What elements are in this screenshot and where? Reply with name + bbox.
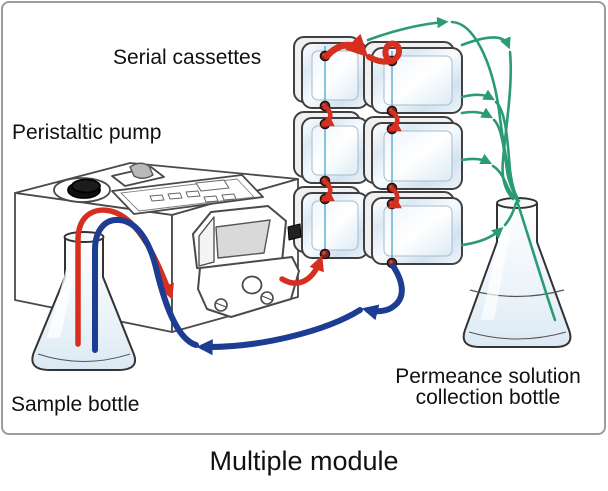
label-peristaltic-pump: Peristaltic pump [12, 121, 162, 144]
serial-cassettes-graphic [293, 36, 463, 269]
label-sample-bottle: Sample bottle [11, 393, 140, 416]
sample-bottle-graphic [31, 231, 137, 371]
cassette-module [293, 186, 369, 259]
label-permeance-collection-bottle: Permeance solution collection bottle [372, 366, 604, 408]
pump-head-window [215, 219, 271, 259]
pump-head-knob [287, 223, 302, 241]
collection-bottle-graphic [462, 197, 572, 348]
label-permeance-line2: collection bottle [415, 386, 561, 409]
liquid-level-line [469, 289, 565, 298]
return-tubing-blue [92, 216, 405, 356]
permeate-tubing-green [366, 16, 557, 322]
label-permeance-line1: Permeance solution [395, 365, 581, 388]
diagram-artwork [14, 16, 572, 371]
cassette-module [363, 191, 463, 265]
cassette-module [363, 41, 463, 114]
pump-head-graphic [192, 205, 302, 318]
cassette-module [363, 116, 463, 190]
cassette-module [293, 111, 369, 184]
pump-display [195, 179, 230, 192]
label-serial-cassettes: Serial cassettes [113, 46, 262, 69]
figure-caption: Multiple module [209, 446, 399, 476]
pump-rotor [241, 275, 263, 295]
